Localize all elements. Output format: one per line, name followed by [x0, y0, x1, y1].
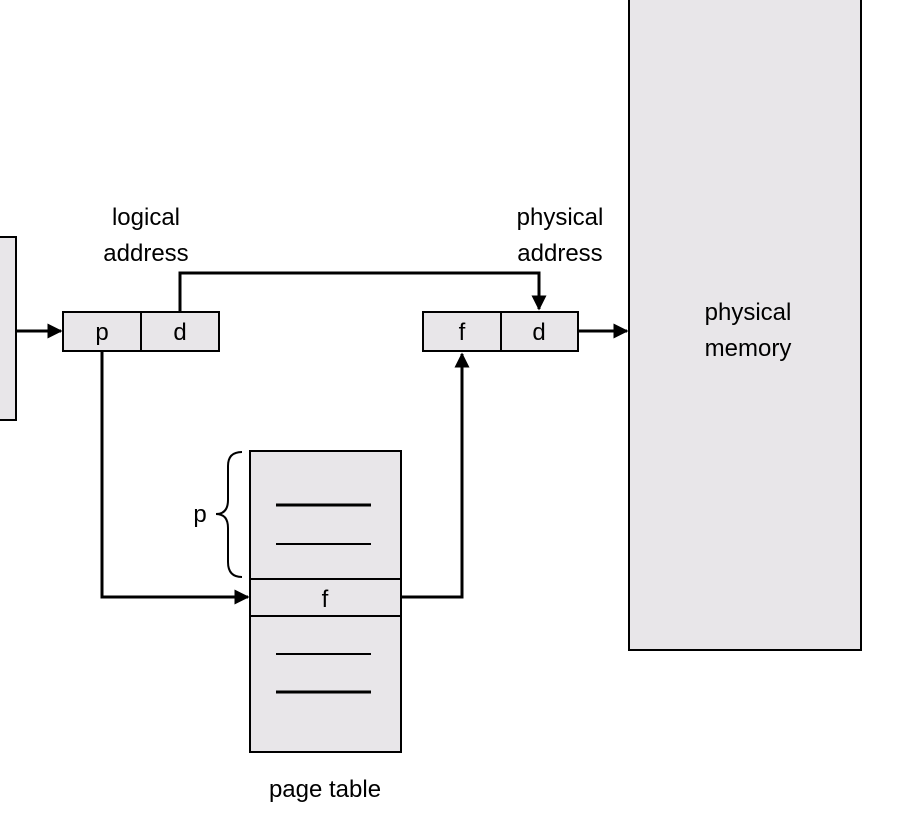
page-table-label: page table	[269, 776, 381, 803]
logical-p-label: p	[95, 319, 108, 346]
cpu-box	[0, 236, 17, 421]
physical-d-cell	[500, 311, 579, 352]
frame-to-physical-arrow	[401, 352, 470, 599]
page-table-entry-f	[249, 578, 402, 617]
physical-address-label-2: address	[517, 240, 602, 267]
logical-address-label-1: logical	[112, 204, 180, 231]
logical-p-cell	[62, 311, 142, 352]
physical-memory-label-2: memory	[705, 335, 792, 362]
logical-d-label: d	[173, 319, 186, 346]
physical-f-label: f	[459, 319, 466, 346]
logical-d-cell	[140, 311, 220, 352]
brace-p-label: p	[193, 501, 206, 528]
physical-memory-box	[628, 0, 862, 651]
physical-d-label: d	[532, 319, 545, 346]
physical-memory-label-1: physical	[705, 299, 792, 326]
page-index-brace	[215, 451, 243, 578]
page-table-entry-f-label: f	[322, 586, 329, 613]
physical-f-cell	[422, 311, 502, 352]
p-to-page-table-arrow	[100, 352, 250, 605]
logical-address-label-2: address	[103, 240, 188, 267]
physical-address-label-1: physical	[517, 204, 604, 231]
offset-copy-arrow	[178, 271, 547, 311]
